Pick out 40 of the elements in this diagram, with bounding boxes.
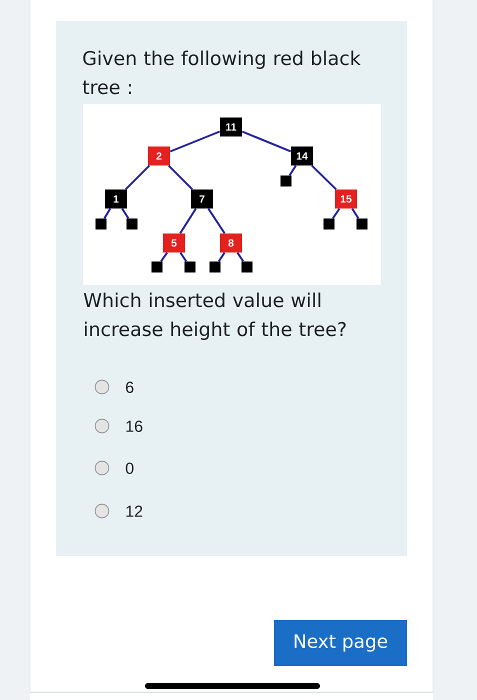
- leaf-node: [152, 262, 162, 272]
- tree-edge: [236, 252, 244, 262]
- tree-node: 11: [220, 118, 242, 136]
- tree-edge: [170, 130, 220, 152]
- leaf-node: [356, 218, 368, 230]
- tree-node: 1: [105, 190, 127, 208]
- option-label: 6: [126, 382, 134, 393]
- option-label: 12: [126, 506, 142, 517]
- tree-edge: [125, 165, 150, 190]
- tree-edge: [351, 208, 360, 219]
- leaf-node: [210, 262, 220, 272]
- tree-edge: [288, 165, 297, 176]
- tree-node: 15: [335, 190, 357, 208]
- tree-node: 2: [148, 146, 170, 166]
- tree-node: 5: [163, 234, 185, 252]
- tree-edge: [104, 208, 112, 219]
- tree-edge: [242, 130, 292, 152]
- tree-node: 8: [220, 234, 242, 252]
- leaf-node: [126, 218, 138, 230]
- tree-edge: [168, 165, 194, 190]
- tree-edge: [208, 208, 226, 234]
- tree-edge: [160, 252, 168, 262]
- next-button: Next page: [274, 620, 407, 666]
- leaf-node: [184, 262, 196, 272]
- option-label: 16: [126, 420, 142, 432]
- tree-edge: [121, 208, 130, 219]
- leaf-node: [280, 176, 292, 186]
- tree-edge: [179, 208, 197, 234]
- tree-edge: [180, 252, 188, 262]
- tree-node: 14: [291, 146, 313, 166]
- tree-edge: [218, 252, 226, 262]
- option-label: 0: [126, 462, 134, 474]
- leaf-node: [324, 218, 334, 230]
- tree-node: 7: [191, 190, 213, 208]
- question-text: Which inserted value will increase height of the tree?: [84, 292, 346, 340]
- tree-edge: [332, 208, 340, 219]
- leaf-node: [96, 218, 106, 230]
- tree-edge: [311, 164, 337, 190]
- question-text: Given the following red black tree :: [82, 50, 361, 94]
- leaf-node: [242, 262, 252, 272]
